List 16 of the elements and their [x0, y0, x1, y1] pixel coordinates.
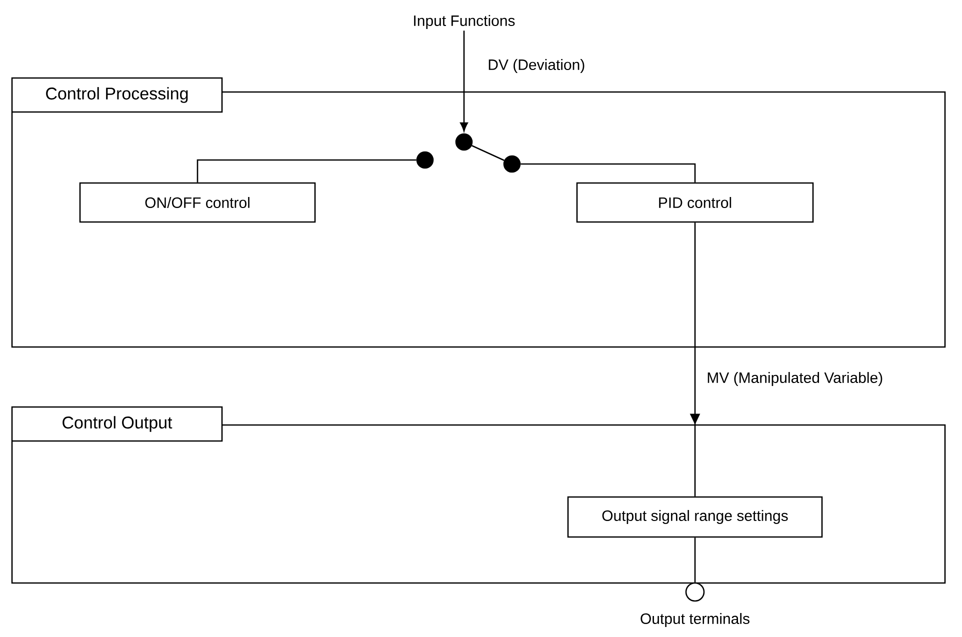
process-box: PID control: [576, 182, 814, 223]
contact-dot: [503, 155, 521, 173]
input-label: Input Functions: [414, 15, 515, 29]
connector: [472, 145, 504, 161]
edge-label: DV (Deviation): [486, 58, 586, 74]
contact-dot: [416, 151, 434, 169]
connector: [196, 159, 416, 182]
connector: [520, 163, 696, 182]
process-box: ON/OFF control: [79, 182, 316, 223]
process-box: Output signal range settings: [567, 496, 823, 538]
contact-dot: [455, 133, 473, 151]
terminal-label: Output terminals: [640, 613, 750, 627]
connector: [694, 538, 696, 582]
terminal-circle: [685, 582, 705, 602]
edge-label: MV (Manipulated Variable): [706, 371, 884, 387]
connector: [460, 30, 468, 132]
